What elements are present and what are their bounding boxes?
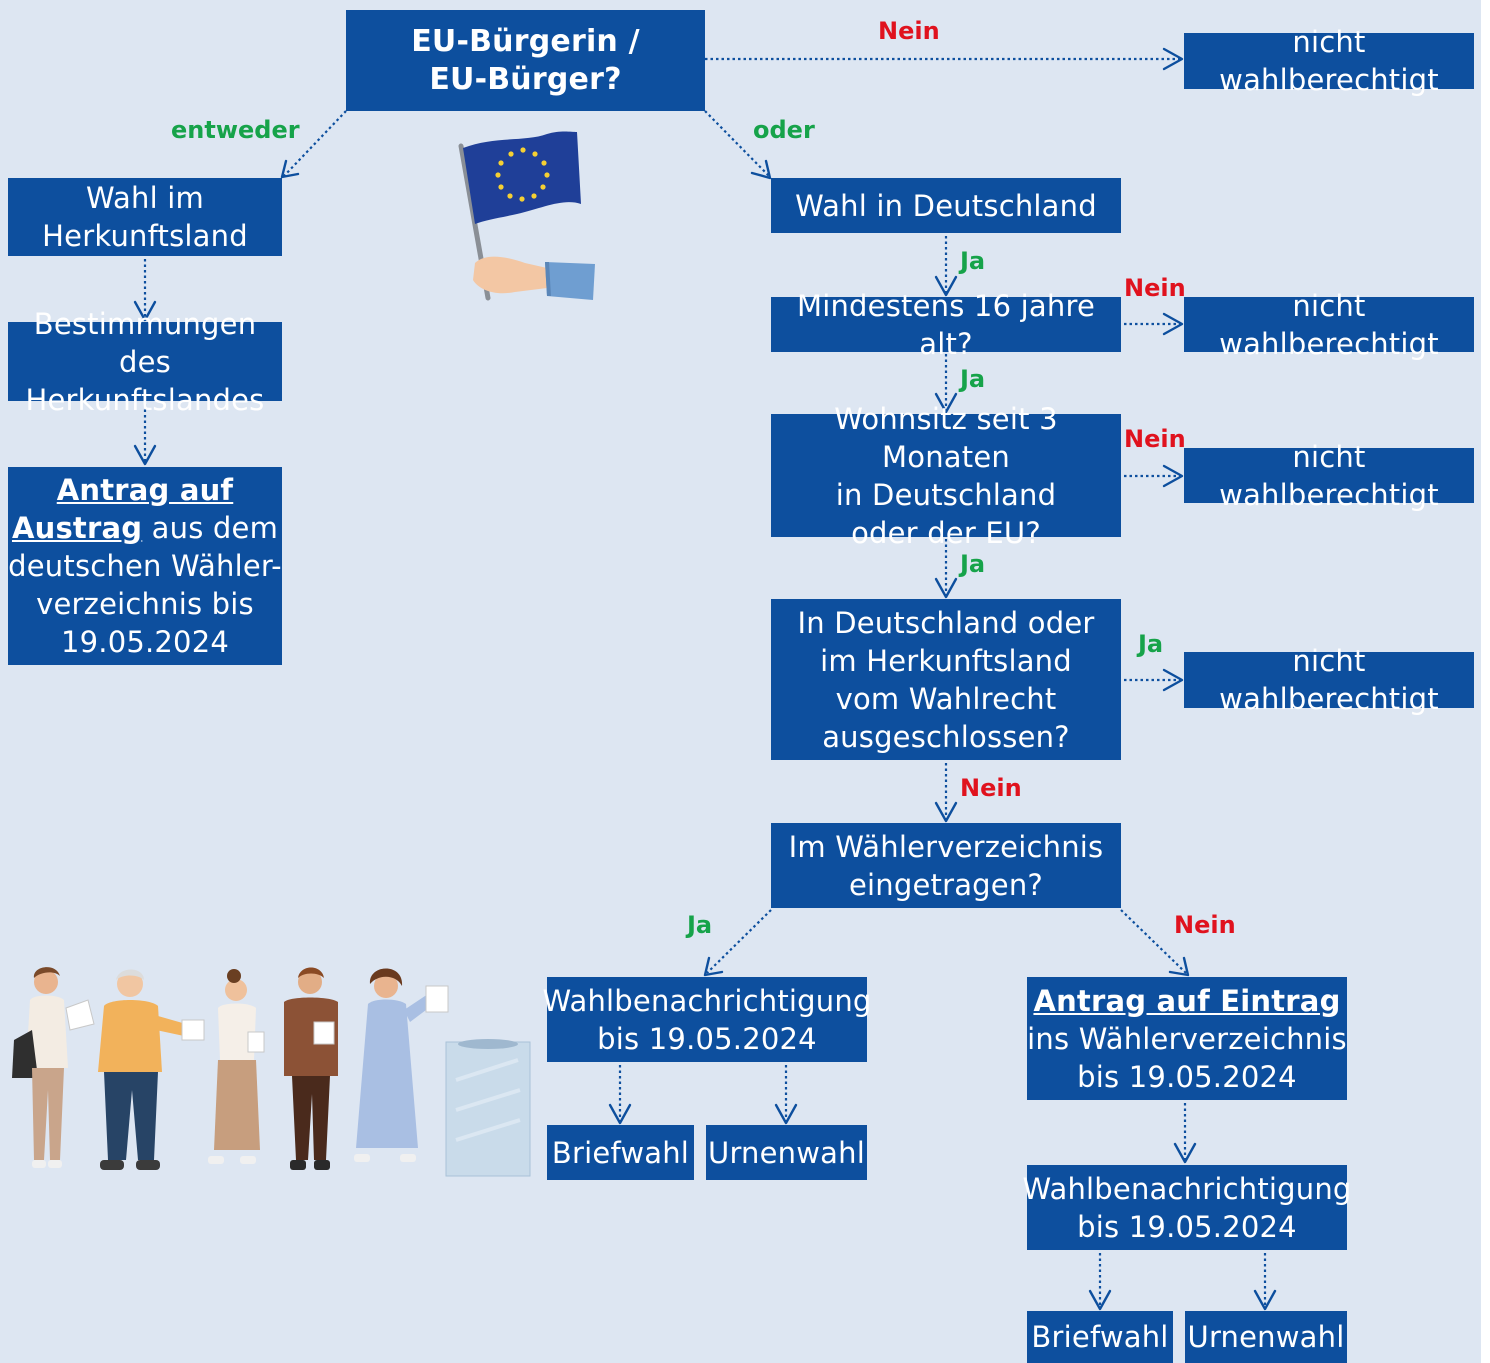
exclusion-check-line-2: im Herkunftsland xyxy=(820,643,1072,678)
ballot-vote-label: Urnenwahl xyxy=(1187,1320,1345,1354)
ballot-vote-label: Urnenwahl xyxy=(708,1135,865,1170)
entry-request-line-2: ins Wählerverzeichnis xyxy=(1027,1021,1347,1056)
edge-label-no-register: Nein xyxy=(1174,911,1236,939)
exclusion-check-line-1: In Deutschland oder xyxy=(797,605,1095,640)
not-eligible-box-1: nicht wahlberechtigt xyxy=(1184,25,1474,97)
not-eligible-label: nicht wahlberechtigt xyxy=(1219,644,1439,716)
connector-register-notification xyxy=(706,909,772,974)
removal-request-line-3: deutschen Wähler- xyxy=(8,549,282,583)
postal-vote-right-box: Briefwahl xyxy=(1027,1311,1173,1363)
residence-check-line-2: in Deutschland xyxy=(835,477,1057,512)
not-eligible-box-4: nicht wahlberechtigt xyxy=(1184,644,1474,716)
register-check-line-1: Im Wählerverzeichnis xyxy=(788,829,1104,864)
edge-label-yes-3: Ja xyxy=(960,550,986,578)
arrowhead-icon xyxy=(1162,668,1184,692)
register-check-box: Im Wählerverzeichnis eingetragen? xyxy=(771,823,1121,908)
edge-label-yes-exclusion: Ja xyxy=(1138,630,1164,658)
age-check-label: Mindestens 16 jahre alt? xyxy=(797,288,1095,361)
postal-vote-label: Briefwahl xyxy=(551,1135,690,1170)
arrowhead-icon xyxy=(934,275,958,297)
start-question: EU-Bürgerin / EU-Bürger? xyxy=(346,10,705,111)
arrowhead-icon xyxy=(1173,1142,1197,1164)
entry-request-title: Antrag auf Eintrag xyxy=(1033,983,1341,1018)
edge-label-no-age: Nein xyxy=(1124,274,1186,302)
residence-check-box: Wohnsitz seit 3 Monaten in Deutschland o… xyxy=(771,402,1121,550)
arrowhead-icon xyxy=(1162,312,1184,336)
entry-request-box: Antrag auf Eintrag ins Wählerverzeichnis… xyxy=(1027,977,1347,1100)
connector-start-origin xyxy=(283,110,347,177)
edge-label-either: entweder xyxy=(171,116,300,144)
not-eligible-label: nicht wahlberechtigt xyxy=(1219,439,1439,512)
removal-request-title-2: Austrag xyxy=(11,511,143,545)
notification-left-box: Wahlbenachrichtigung bis 19.05.2024 xyxy=(542,977,871,1062)
arrowhead-icon xyxy=(934,392,958,414)
origin-vote-line-2: Herkunftsland xyxy=(42,219,248,253)
residence-check-line-3: oder der EU? xyxy=(851,515,1041,550)
arrowhead-icon xyxy=(133,300,157,322)
register-check-line-2: eingetragen? xyxy=(848,867,1043,902)
origin-vote-line-1: Wahl im xyxy=(86,181,204,215)
notification-right-line-1: Wahlbenachrichtigung xyxy=(1022,1171,1352,1206)
start-line-2: EU-Bürger? xyxy=(429,61,622,97)
edge-label-no-residence: Nein xyxy=(1124,425,1186,453)
edge-label-no-exclusion: Nein xyxy=(960,774,1022,802)
connector-register-entry xyxy=(1120,909,1187,974)
origin-rules-line-2: Herkunftslandes xyxy=(25,382,265,417)
notification-right-box: Wahlbenachrichtigung bis 19.05.2024 xyxy=(1022,1165,1351,1250)
not-eligible-label: nicht wahlberechtigt xyxy=(1219,25,1439,97)
edge-label-or: oder xyxy=(753,116,815,144)
ballot-vote-left-box: Urnenwahl xyxy=(706,1125,867,1180)
germany-vote-box: Wahl in Deutschland xyxy=(771,178,1121,233)
arrowhead-icon xyxy=(608,1103,632,1125)
arrowhead-icon xyxy=(1253,1289,1277,1311)
removal-request-line-4: verzeichnis bis xyxy=(36,587,254,621)
arrowhead-icon xyxy=(750,159,772,180)
postal-vote-left-box: Briefwahl xyxy=(547,1125,694,1180)
removal-request-title-1: Antrag auf xyxy=(56,473,234,507)
edge-label-yes-1: Ja xyxy=(960,247,986,275)
edge-label-yes-register: Ja xyxy=(687,911,713,939)
germany-vote-label: Wahl in Deutschland xyxy=(795,188,1097,223)
edge-label-no-top: Nein xyxy=(878,17,940,45)
arrowhead-icon xyxy=(1162,464,1184,488)
ballot-vote-right-box: Urnenwahl xyxy=(1185,1311,1347,1363)
removal-request-line-2: Austrag aus dem xyxy=(12,509,278,547)
notification-left-line-2: bis 19.05.2024 xyxy=(597,1021,817,1056)
not-eligible-box-2: nicht wahlberechtigt xyxy=(1184,289,1474,361)
origin-vote-box: Wahl im Herkunftsland xyxy=(8,178,282,256)
eu-flag-in-hand-icon xyxy=(458,131,595,301)
connector-start-germany xyxy=(704,110,770,177)
removal-request-line-2-rest: aus dem xyxy=(142,511,279,545)
arrowhead-icon xyxy=(934,801,958,823)
exclusion-check-box: In Deutschland oder im Herkunftsland vom… xyxy=(771,599,1121,760)
origin-rules-box: Bestimmungen des Herkunftslandes xyxy=(8,307,282,417)
start-line-1: EU-Bürgerin / xyxy=(411,23,640,59)
notification-right-line-2: bis 19.05.2024 xyxy=(1077,1209,1297,1244)
exclusion-check-line-4: ausgeschlossen? xyxy=(822,719,1070,754)
arrowhead-icon xyxy=(774,1103,798,1125)
entry-request-line-3: bis 19.05.2024 xyxy=(1077,1059,1297,1094)
removal-request-box: Antrag auf Austrag aus dem deutschen Wäh… xyxy=(8,467,282,665)
arrowhead-icon xyxy=(280,159,300,179)
arrowhead-icon xyxy=(703,956,724,977)
origin-rules-line-1: Bestimmungen des xyxy=(33,306,257,379)
not-eligible-box-3: nicht wahlberechtigt xyxy=(1184,440,1474,512)
arrowhead-icon xyxy=(934,577,958,599)
arrowhead-icon xyxy=(133,444,157,466)
arrowhead-icon xyxy=(1162,47,1184,71)
removal-request-line-5: 19.05.2024 xyxy=(60,625,230,659)
arrowhead-icon xyxy=(1088,1289,1112,1311)
residence-check-line-1: Wohnsitz seit 3 Monaten xyxy=(834,401,1058,474)
arrowhead-icon xyxy=(1168,956,1190,977)
postal-vote-label: Briefwahl xyxy=(1031,1320,1169,1354)
edge-label-yes-2: Ja xyxy=(960,365,986,393)
not-eligible-label: nicht wahlberechtigt xyxy=(1219,288,1439,361)
people-queue-icon xyxy=(12,967,531,1177)
age-check-box: Mindestens 16 jahre alt? xyxy=(771,289,1121,361)
notification-left-line-1: Wahlbenachrichtigung xyxy=(542,983,872,1018)
exclusion-check-line-3: vom Wahlrecht xyxy=(835,681,1057,716)
